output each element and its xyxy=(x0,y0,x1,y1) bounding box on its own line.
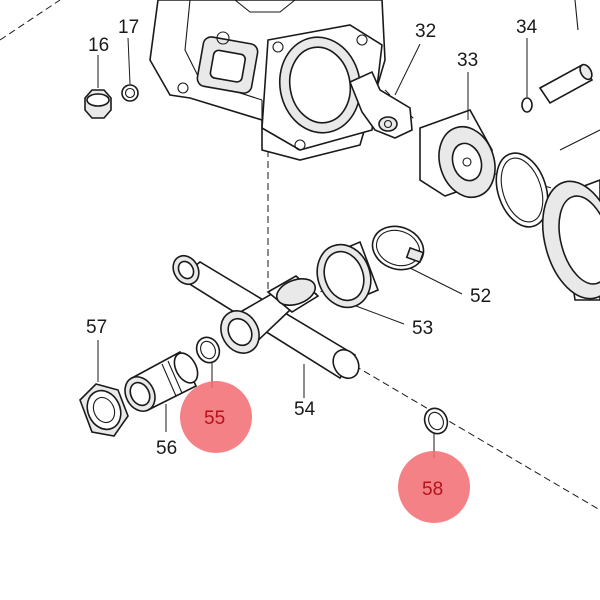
label-52: 52 xyxy=(470,286,491,307)
part-54-tee-fitting xyxy=(172,254,360,398)
part-55-oring xyxy=(195,336,221,388)
highlight-circle-55 xyxy=(180,381,252,453)
label-33: 33 xyxy=(457,50,478,71)
label-34: 34 xyxy=(516,17,538,38)
part-57-nut xyxy=(79,340,129,437)
highlight-circle-58 xyxy=(398,451,470,523)
part-32-bracket xyxy=(348,43,421,139)
label-56: 56 xyxy=(156,438,177,459)
part-52-clamp xyxy=(371,225,463,295)
part-17-oring xyxy=(121,37,139,102)
label-53: 53 xyxy=(412,318,433,339)
part-53-cap xyxy=(316,240,405,325)
part-16-plug xyxy=(84,55,112,119)
part-58-oring xyxy=(423,407,449,458)
label-16: 16 xyxy=(88,35,109,56)
seal-ring-and-cylinder xyxy=(495,129,600,301)
highlight-markers xyxy=(180,381,470,523)
label-17: 17 xyxy=(118,17,139,38)
label-55: 55 xyxy=(204,408,225,429)
part-56-fitting xyxy=(124,350,199,432)
label-54: 54 xyxy=(294,399,316,420)
part-labels: 16 17 32 33 34 52 53 54 55 56 57 58 xyxy=(86,17,538,500)
label-32: 32 xyxy=(415,21,436,42)
pump-housing xyxy=(149,0,386,161)
part-34-pin-clip xyxy=(521,0,594,113)
label-58: 58 xyxy=(422,479,443,500)
label-57: 57 xyxy=(86,317,107,338)
part-33-piston xyxy=(419,72,496,199)
